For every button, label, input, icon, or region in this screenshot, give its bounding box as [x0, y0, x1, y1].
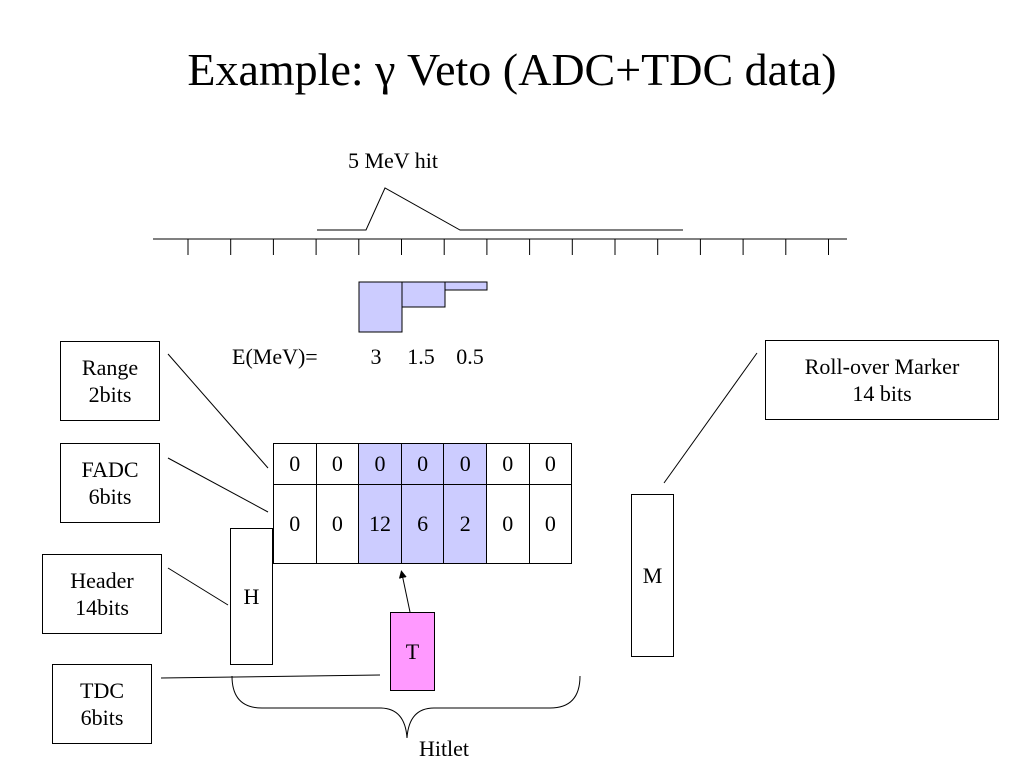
energy-value-1: 3 — [371, 344, 382, 369]
header-box-line1: Header — [70, 568, 134, 593]
header-box-line2: 14bits — [75, 595, 129, 620]
rollover-connector — [663, 352, 758, 484]
header-connector — [167, 567, 229, 606]
pulse-waveform — [317, 187, 683, 231]
energy-label: E(MeV)= — [232, 344, 318, 369]
energy-value-2: 1.5 — [407, 344, 435, 369]
fadc-row-cell: 0 — [486, 484, 530, 564]
energy-bar-2 — [401, 281, 446, 308]
tdc-box: TDC 6bits — [52, 664, 152, 744]
range-row-cell: 0 — [273, 443, 317, 485]
fadc-box-line1: FADC — [81, 457, 139, 482]
fadc-connector — [167, 457, 269, 513]
range-row-cell: 0 — [528, 443, 573, 485]
tdc-arrow — [398, 570, 411, 613]
pulse-label: 5 MeV hit — [348, 148, 438, 173]
fadc-row-cell: 0 — [315, 484, 360, 564]
time-axis-ticks — [187, 239, 829, 255]
header-block-label: H — [243, 584, 260, 609]
tdc-block-label: T — [405, 639, 420, 664]
header-block: H — [230, 528, 273, 665]
fadc-row-cell: 12 — [358, 484, 402, 564]
range-box-line1: Range — [81, 355, 139, 380]
hitlet-label: Hitlet — [419, 736, 469, 761]
hitlet-brace — [231, 675, 581, 739]
tdc-box-line2: 6bits — [80, 705, 124, 730]
range-row-cell: 0 — [400, 443, 445, 485]
fadc-row-cell: 0 — [273, 484, 317, 564]
header-box: Header 14bits — [42, 554, 162, 634]
fadc-row-cell: 6 — [400, 484, 445, 564]
rollover-box-line2: 14 bits — [852, 381, 912, 406]
fadc-row-cell: 0 — [528, 484, 573, 564]
range-row-cell: 0 — [315, 443, 360, 485]
fadc-row-cell: 2 — [443, 484, 487, 564]
energy-bar-3 — [444, 281, 488, 291]
fadc-box-line2: 6bits — [88, 484, 132, 509]
range-row-cell: 0 — [358, 443, 402, 485]
marker-block-label: M — [642, 563, 663, 588]
tdc-block: T — [390, 612, 435, 691]
range-box: Range 2bits — [60, 341, 160, 421]
rollover-box: Roll-over Marker 14 bits — [765, 340, 999, 420]
tdc-box-line1: TDC — [80, 678, 124, 703]
range-box-line2: 2bits — [88, 382, 132, 407]
range-connector — [167, 353, 269, 469]
page-title: Example: γ Veto (ADC+TDC data) — [187, 44, 837, 95]
range-row-cell: 0 — [486, 443, 530, 485]
energy-value-3: 0.5 — [456, 344, 484, 369]
tdc-connector — [160, 674, 381, 679]
energy-bar-1 — [358, 281, 403, 333]
fadc-box: FADC 6bits — [60, 443, 160, 523]
range-row-cell: 0 — [443, 443, 487, 485]
marker-block: M — [631, 494, 674, 657]
rollover-box-line1: Roll-over Marker — [804, 354, 960, 379]
